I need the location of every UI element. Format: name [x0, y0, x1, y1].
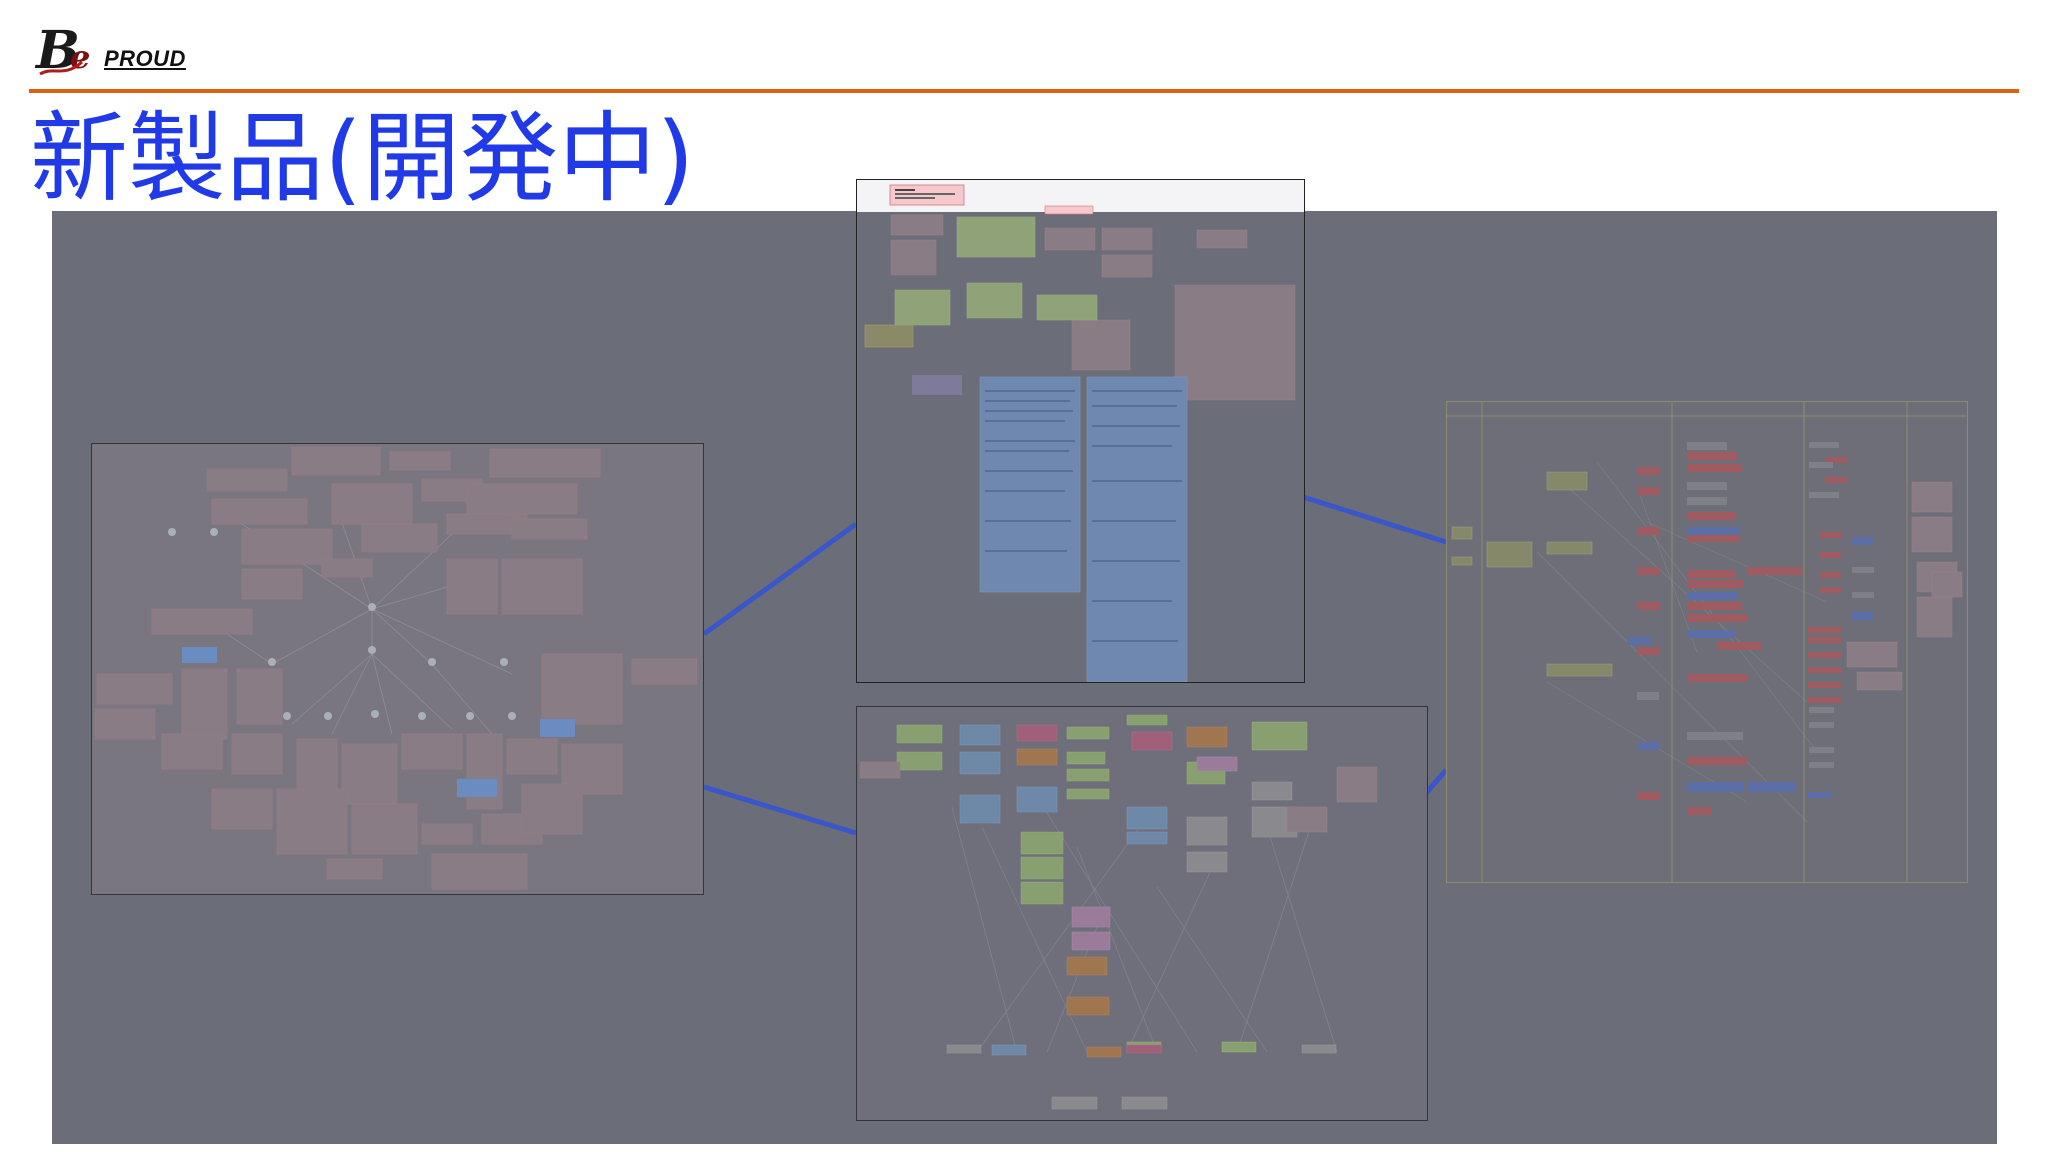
document-panel[interactable] [856, 179, 1305, 683]
logo-mark-icon: B e [34, 22, 90, 81]
be-proud-logo: B e PROUD [34, 22, 204, 92]
header-rule [29, 89, 2019, 93]
slide-title: 新製品(開発中) [30, 102, 695, 216]
flow-panel[interactable] [856, 706, 1428, 1121]
flow-diagram [859, 714, 1378, 1110]
sequence-panel[interactable] [1446, 401, 1968, 883]
document-diagram [857, 184, 1304, 682]
svg-text:e: e [70, 38, 90, 76]
mindmap-diagram [94, 446, 698, 890]
sequence-diagram [1447, 402, 1967, 882]
mindmap-panel[interactable] [91, 443, 704, 895]
logo-text: PROUD [104, 46, 186, 71]
